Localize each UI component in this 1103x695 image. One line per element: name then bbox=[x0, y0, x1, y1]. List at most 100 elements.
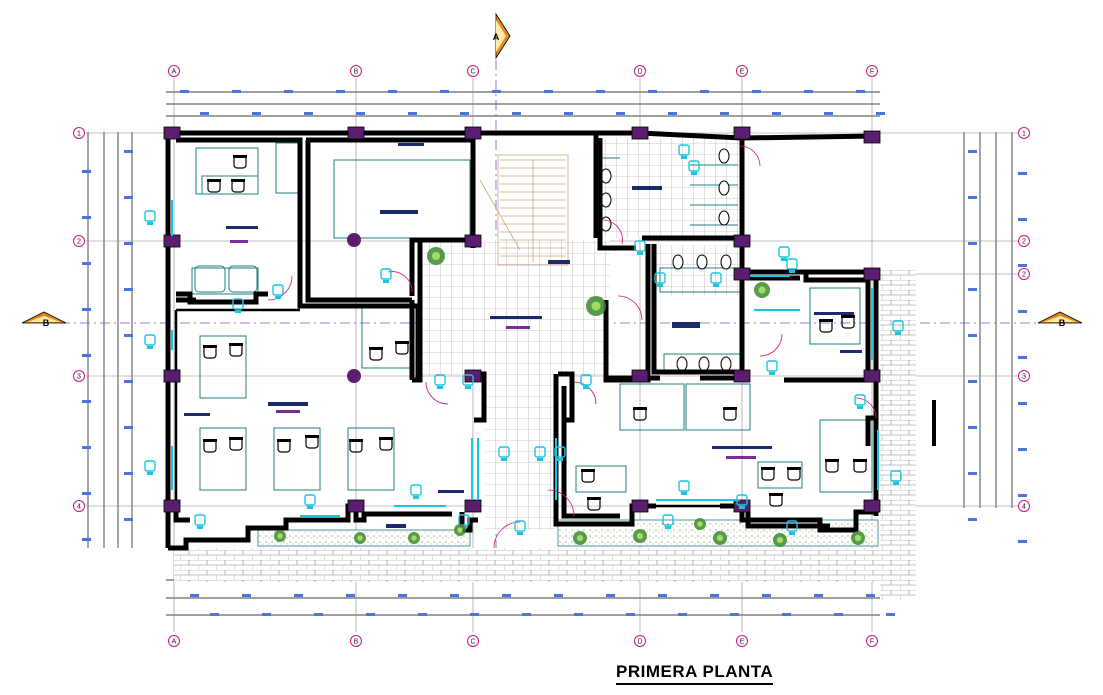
dimension-tag bbox=[968, 196, 977, 199]
dimension-tag bbox=[700, 90, 709, 93]
structural-column bbox=[347, 499, 365, 513]
structural-column bbox=[733, 369, 751, 383]
grid-label: D bbox=[637, 69, 642, 76]
chair-icon bbox=[305, 435, 319, 449]
structural-column bbox=[163, 234, 181, 248]
dimension-tag bbox=[262, 613, 271, 616]
dimension-tag bbox=[346, 594, 355, 597]
dimension-tag bbox=[1018, 540, 1027, 543]
section-marker-b-right: B bbox=[1037, 311, 1083, 328]
fixture-marker bbox=[144, 334, 156, 349]
door-swing-icon bbox=[493, 521, 521, 549]
plants bbox=[274, 247, 865, 547]
chair-icon bbox=[277, 439, 291, 453]
structural-column bbox=[464, 499, 482, 513]
dimension-tag bbox=[720, 112, 729, 115]
dimension-tag bbox=[124, 472, 133, 475]
chair-icon bbox=[207, 179, 221, 193]
grid-label: 2 bbox=[77, 239, 81, 246]
dimension-tag bbox=[124, 334, 133, 337]
dimension-tag bbox=[574, 613, 583, 616]
fixture-marker bbox=[410, 484, 422, 499]
dimension-tag bbox=[200, 112, 209, 115]
grid-label: F bbox=[870, 69, 874, 76]
restroom-tile-floor bbox=[600, 138, 742, 238]
fixture-marker bbox=[144, 460, 156, 475]
chair-icon bbox=[819, 319, 833, 333]
dimension-tag bbox=[82, 170, 91, 173]
fixture-marker bbox=[232, 298, 244, 313]
dimension-tag bbox=[366, 613, 375, 616]
section-label-b-left: B bbox=[43, 318, 50, 328]
door-swing-icon bbox=[759, 333, 783, 357]
section-marker-a: A bbox=[493, 12, 511, 60]
dimension-tag bbox=[544, 90, 553, 93]
structural-column bbox=[631, 126, 649, 140]
grid-label: E bbox=[740, 69, 745, 76]
brick-side-right bbox=[880, 270, 916, 600]
chair-icon bbox=[853, 459, 867, 473]
chair-icon bbox=[633, 407, 647, 421]
plant-icon bbox=[354, 532, 366, 544]
dimension-tag bbox=[1018, 172, 1027, 175]
structural-column bbox=[733, 234, 751, 248]
dimension-tag bbox=[492, 90, 501, 93]
plant-icon bbox=[586, 296, 606, 316]
grid-label: 3 bbox=[77, 374, 81, 381]
windows bbox=[171, 200, 879, 517]
structural-column bbox=[733, 267, 751, 281]
dimension-tag bbox=[210, 613, 219, 616]
chair-icon bbox=[841, 315, 855, 329]
dimension-tag bbox=[834, 613, 843, 616]
grid-bubble-col-d-top: D bbox=[634, 65, 646, 77]
structural-column bbox=[464, 234, 482, 248]
plant-icon bbox=[408, 532, 420, 544]
grid-bubble-col-e-top: E bbox=[736, 65, 748, 77]
dimension-tag bbox=[824, 112, 833, 115]
grid-label: B bbox=[354, 639, 359, 646]
dimension-tags bbox=[82, 90, 1027, 616]
dimension-tag bbox=[252, 112, 261, 115]
grid-bubble-row-left-4: 4 bbox=[73, 500, 85, 512]
dimension-tag bbox=[554, 594, 563, 597]
dimension-tag bbox=[232, 90, 241, 93]
dimension-tag bbox=[190, 594, 199, 597]
dimension-tag bbox=[1018, 356, 1027, 359]
structural-column bbox=[347, 126, 365, 140]
plant-icon bbox=[274, 530, 286, 542]
chair-icon bbox=[761, 467, 775, 481]
chair-icon bbox=[203, 439, 217, 453]
fixture-marker bbox=[534, 446, 546, 461]
dimension-tag bbox=[616, 112, 625, 115]
grid-label: 1 bbox=[77, 131, 81, 138]
plant-icon bbox=[773, 533, 787, 547]
dimension-tag bbox=[668, 112, 677, 115]
fixture-marker bbox=[786, 258, 798, 273]
dimension-tag bbox=[564, 112, 573, 115]
chair-icon bbox=[769, 493, 783, 507]
grid-bubble-col-d-bottom: D bbox=[634, 635, 646, 647]
grid-label: C bbox=[470, 69, 475, 76]
structural-column bbox=[631, 499, 649, 513]
chair-icon bbox=[379, 437, 393, 451]
dimension-tag bbox=[124, 288, 133, 291]
grid-label: E bbox=[740, 639, 745, 646]
toilet-icon bbox=[718, 210, 730, 226]
dimension-tag bbox=[1018, 402, 1027, 405]
dimension-tag bbox=[124, 380, 133, 383]
staircase bbox=[479, 154, 569, 266]
fixture-marker bbox=[634, 240, 646, 255]
fixture-marker bbox=[710, 272, 722, 287]
brick-sidewalk bbox=[174, 548, 914, 582]
fixture-marker bbox=[194, 514, 206, 529]
plant-icon bbox=[754, 282, 770, 298]
dimension-tag bbox=[336, 90, 345, 93]
fixture-marker bbox=[554, 446, 566, 461]
floor-finishes bbox=[174, 138, 916, 600]
grid-bubble-col-e-bottom: E bbox=[736, 635, 748, 647]
hall-tile-floor-2 bbox=[485, 370, 555, 530]
grid-label: A bbox=[172, 639, 177, 646]
toilet-icon bbox=[720, 356, 732, 372]
structural-column bbox=[863, 130, 881, 144]
